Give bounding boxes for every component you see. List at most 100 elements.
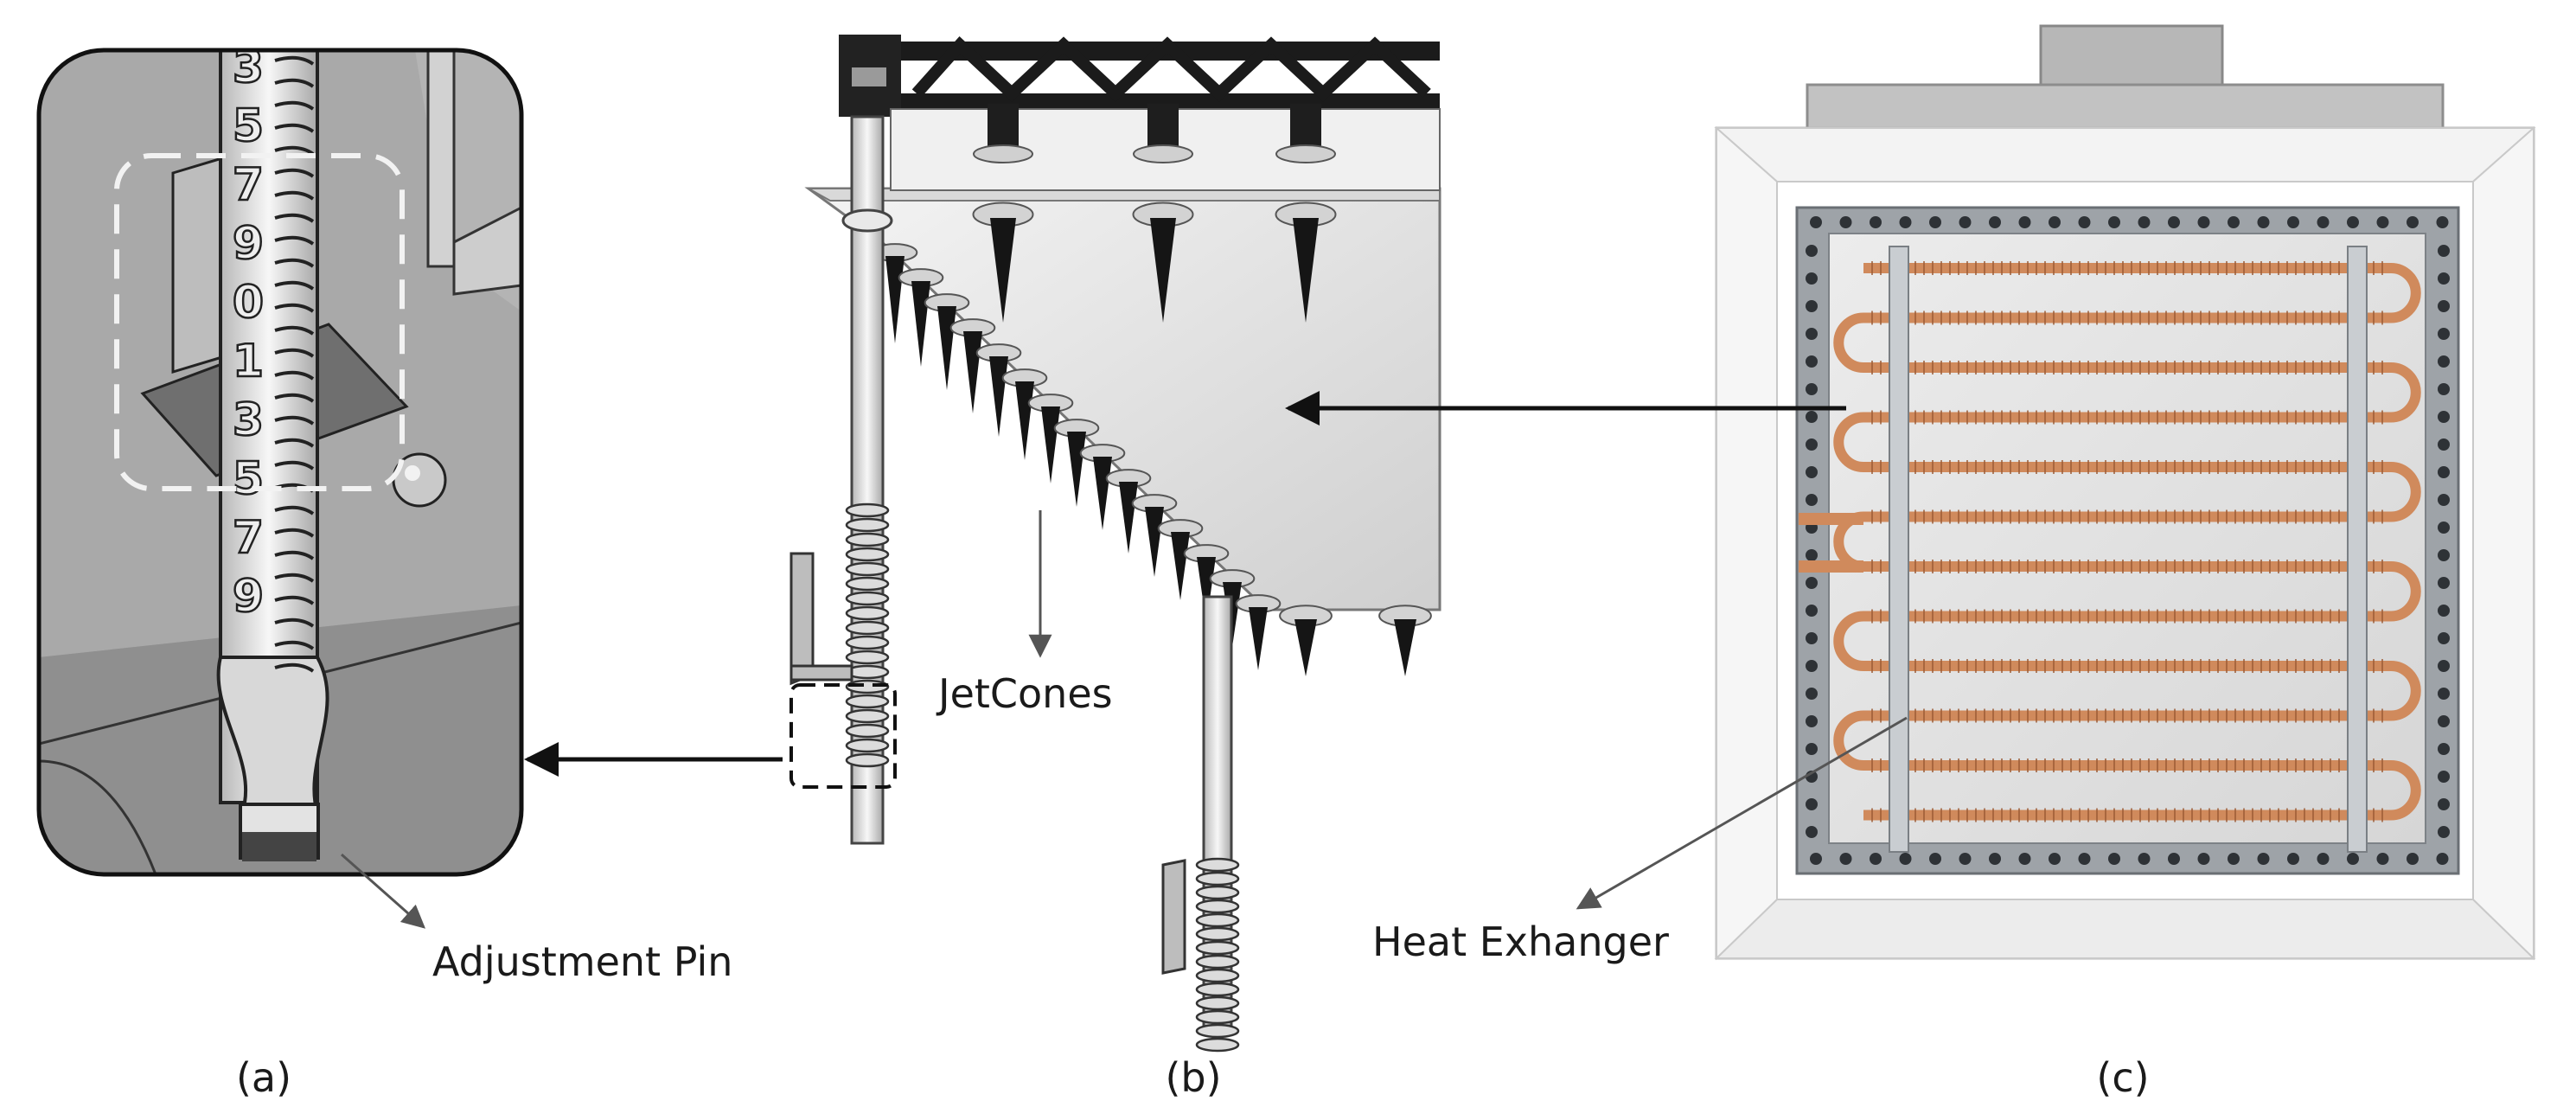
bolt-hole (2347, 216, 2359, 228)
bolt-hole (2438, 438, 2450, 451)
rod-notch (274, 595, 315, 605)
bolt-hole (1806, 383, 1818, 395)
spring-coil (1195, 926, 1240, 942)
u-bend (2390, 760, 2421, 821)
spring-coil (845, 517, 890, 533)
bolt-hole (2168, 216, 2180, 228)
bolt-hole (2438, 328, 2450, 340)
bolt-hole (2078, 216, 2091, 228)
bolt-hole (2287, 216, 2299, 228)
u-bend (1833, 710, 1864, 771)
rod-notch (274, 505, 315, 515)
spring-coil (845, 532, 890, 547)
u-bend (2390, 362, 2421, 423)
spring-coil (845, 547, 890, 562)
scale-digit: 9 (233, 571, 264, 623)
bolt-hole (1806, 743, 1818, 755)
spring-coil (1195, 899, 1240, 914)
bolt-hole (1806, 798, 1818, 810)
bolt-hole (1870, 853, 1882, 865)
tube-sheet (2347, 246, 2368, 853)
scale-digit: 3 (233, 394, 264, 446)
bolt-hole (2438, 577, 2450, 589)
rod-notch (274, 78, 315, 88)
bolt-hole (2438, 743, 2450, 755)
u-bend (2390, 263, 2421, 323)
bolt-hole (1810, 216, 1822, 228)
spring-coil (845, 591, 890, 606)
bolt-hole (2347, 853, 2359, 865)
rod-notches (274, 55, 315, 673)
rod-notch (274, 258, 315, 268)
u-bend (1833, 412, 1864, 472)
rod-notch (274, 528, 315, 538)
cone-post-flange (1275, 144, 1336, 163)
rod-notch (274, 415, 315, 426)
spring-coil (1195, 912, 1240, 928)
bolt-hole (1806, 245, 1818, 257)
bolt-hole (2317, 216, 2330, 228)
bolt-hole (2438, 245, 2450, 257)
bolt-hole (2108, 216, 2120, 228)
bolt-hole (2438, 355, 2450, 368)
bolt-hole (1806, 272, 1818, 285)
spring-coil (845, 738, 890, 753)
jet-cone (1119, 482, 1138, 554)
bolt-hole (1806, 715, 1818, 727)
spring-coil (1195, 995, 1240, 1011)
bolt-hole (2197, 216, 2210, 228)
cone-post (1147, 104, 1179, 151)
jet-cone (1150, 218, 1176, 323)
bolt-hole (2438, 632, 2450, 644)
bolt-hole (1989, 853, 2001, 865)
rod-notch (274, 618, 315, 628)
spring-coil (1195, 885, 1240, 900)
spring-coil (845, 650, 890, 665)
spring-coil (1195, 857, 1240, 873)
bolt-hole (2078, 853, 2091, 865)
scale-digit: 1 (233, 336, 264, 387)
heat-exchanger-leader (1576, 716, 1908, 910)
panel-b-jetcone-assembly (789, 35, 1441, 1053)
bolt-hole (1806, 577, 1818, 589)
bolt-hole (2438, 798, 2450, 810)
jet-cone (963, 331, 982, 413)
rod-notch (274, 213, 315, 223)
spring-coil (1195, 954, 1240, 970)
bolt-hole (2257, 853, 2270, 865)
rod-notch (274, 145, 315, 156)
bolt-hole (2438, 411, 2450, 423)
jet-cone (1293, 218, 1319, 323)
bolt-hole (2438, 660, 2450, 672)
dashed-selection-box (789, 683, 897, 789)
bolt-hole (1989, 216, 2001, 228)
rod-notch (274, 235, 315, 246)
jet-cone (1197, 557, 1216, 624)
bolt-hole (2287, 853, 2299, 865)
spring-coil (1195, 982, 1240, 997)
bolt-hole (1806, 549, 1818, 561)
bolt-hole (1806, 826, 1818, 838)
spring-coil (1195, 871, 1240, 886)
bolt-hole (1806, 438, 1818, 451)
bolt-hole (2438, 771, 2450, 783)
rod-notch (274, 640, 315, 650)
bolt-hole (2438, 466, 2450, 478)
rod-notch (274, 348, 315, 358)
jet-cone (885, 256, 904, 343)
bolt-hole (1806, 632, 1818, 644)
cone-post (988, 104, 1019, 151)
jet-cone (1394, 619, 1416, 676)
u-bend (2390, 661, 2421, 721)
bolt-hole (1806, 466, 1818, 478)
rod-notch (274, 100, 315, 111)
bolt-hole (1899, 216, 1912, 228)
bolt-hole (1806, 411, 1818, 423)
bolt-hole (2197, 853, 2210, 865)
rod-notch (274, 438, 315, 448)
bolt-hole (1929, 216, 1941, 228)
scale-digit: 0 (233, 277, 264, 329)
panel-c-caption: (c) (2096, 1054, 2149, 1101)
